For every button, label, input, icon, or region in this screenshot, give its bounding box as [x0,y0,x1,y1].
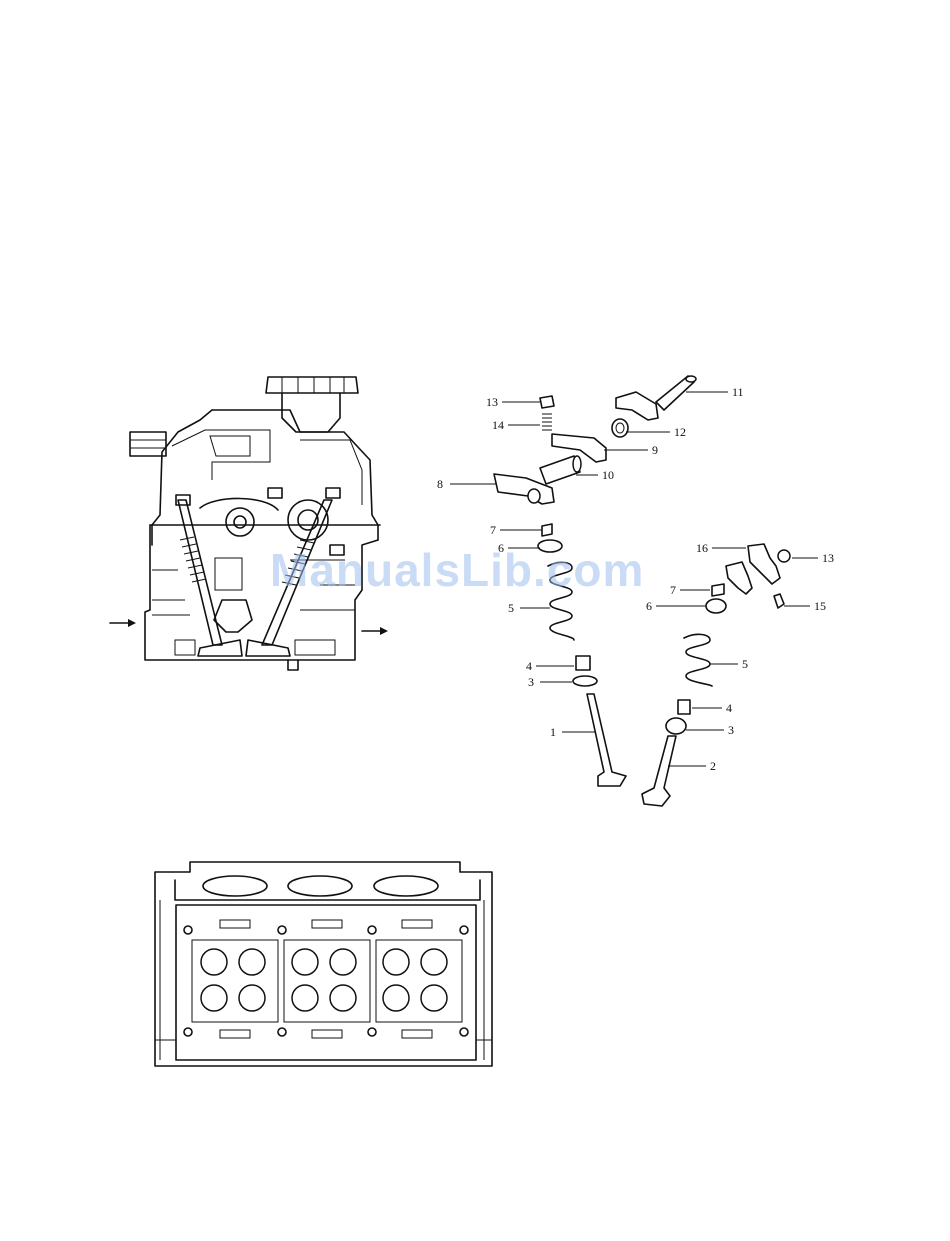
callout-15: 15 [814,599,826,613]
callout-13-right: 13 [822,551,834,565]
chamber-3 [376,940,462,1022]
callout-7-right: 7 [670,583,676,597]
cylinder-head-section-drawing [110,377,388,670]
callout-16: 16 [696,541,708,555]
callout-12: 12 [674,425,686,439]
callout-4-left: 4 [526,659,532,673]
callout-11: 11 [732,385,744,399]
chamber-1 [192,940,278,1022]
callout-7-left: 7 [490,523,496,537]
chamber-2 [284,940,370,1022]
callout-1: 1 [550,725,556,739]
callout-8: 8 [437,477,443,491]
callout-14: 14 [492,418,504,432]
callout-5-right: 5 [742,657,748,671]
callout-3-right: 3 [728,723,734,737]
watermark-text: ManualsLib.com [270,544,644,596]
callout-10: 10 [602,468,614,482]
cylinder-head-underside-drawing [155,862,492,1066]
callout-4-right: 4 [726,701,732,715]
callout-2: 2 [710,759,716,773]
callout-5-left: 5 [508,601,514,615]
callout-6-right: 6 [646,599,652,613]
callout-3-left: 3 [528,675,534,689]
callout-13-top: 13 [486,395,498,409]
callout-9: 9 [652,443,658,457]
